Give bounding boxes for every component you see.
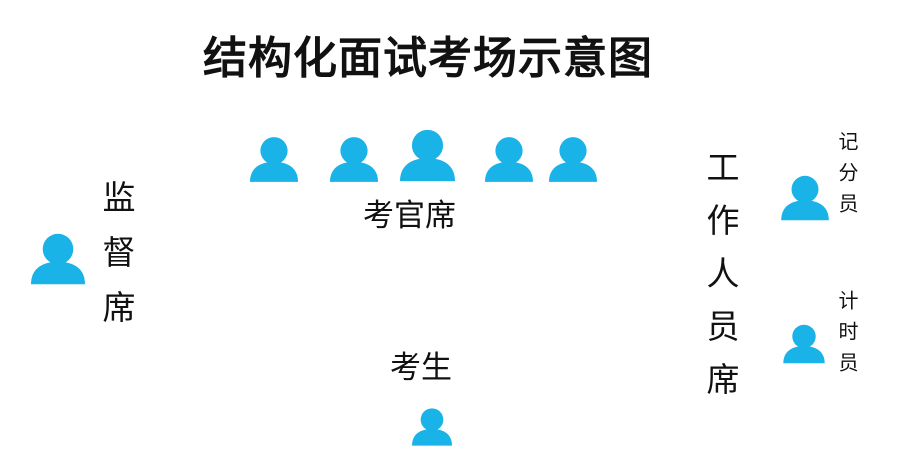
candidate-icon <box>412 407 452 447</box>
staff-label: 工作人员席 <box>701 150 740 415</box>
person-icon <box>549 136 597 183</box>
timer-label: 计时员 <box>835 290 859 383</box>
timer-icon <box>783 324 825 364</box>
person-icon <box>485 136 533 183</box>
person-icon <box>250 136 298 183</box>
supervisor-label: 监督席 <box>97 180 136 345</box>
scorer-icon <box>781 175 829 221</box>
interviewer-label: 考官席 <box>363 198 456 234</box>
diagram-title: 结构化面试考场示意图 <box>203 33 653 84</box>
scorer-label: 记分员 <box>835 131 859 224</box>
supervisor-icon <box>31 232 85 286</box>
candidate-label: 考生 <box>390 350 452 386</box>
person-icon <box>330 136 378 183</box>
person-icon <box>400 128 455 183</box>
